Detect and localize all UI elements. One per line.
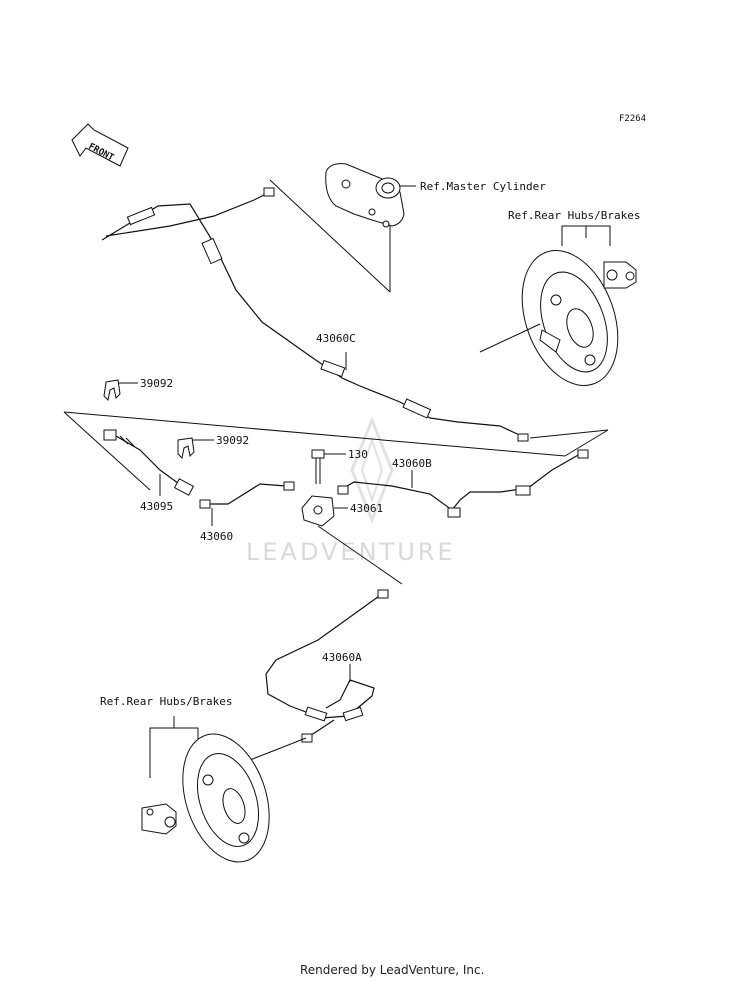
watermark-text: LEADVENTURE	[246, 538, 456, 566]
label-130: 130	[348, 448, 368, 461]
clip-39092-upper	[103, 379, 121, 402]
label-master-cylinder: Ref.Master Cylinder	[420, 180, 546, 193]
label-43061: 43061	[350, 502, 383, 515]
watermark: LEADVENTURE	[246, 415, 456, 566]
pipe-43060a	[265, 589, 389, 743]
bolt-130	[311, 449, 325, 484]
label-43060: 43060	[200, 530, 233, 543]
brake-hose-43095	[103, 429, 195, 496]
label-rear-hubs-top: Ref.Rear Hubs/Brakes	[508, 209, 640, 222]
label-39092-lower: 39092	[216, 434, 249, 447]
pipe-43060	[199, 481, 295, 509]
pipe-43060b	[337, 449, 589, 518]
label-43060a: 43060A	[322, 651, 362, 664]
rear-brake-drum-left	[141, 716, 270, 863]
label-39092-upper: 39092	[140, 377, 173, 390]
label-43095: 43095	[140, 500, 173, 513]
label-rear-hubs-bottom: Ref.Rear Hubs/Brakes	[100, 695, 232, 708]
figure-code: F2264	[619, 114, 646, 124]
joint-43061	[301, 495, 335, 527]
pipe-43060c	[101, 187, 529, 442]
label-43060c: 43060C	[316, 332, 356, 345]
label-43060b: 43060B	[392, 457, 432, 470]
rear-brake-drum-right	[521, 225, 637, 386]
clip-39092-lower	[177, 437, 195, 460]
footer-credit: Rendered by LeadVenture, Inc.	[300, 963, 484, 977]
front-arrow-icon: FRONT	[71, 123, 129, 167]
master-cylinder	[325, 163, 416, 292]
